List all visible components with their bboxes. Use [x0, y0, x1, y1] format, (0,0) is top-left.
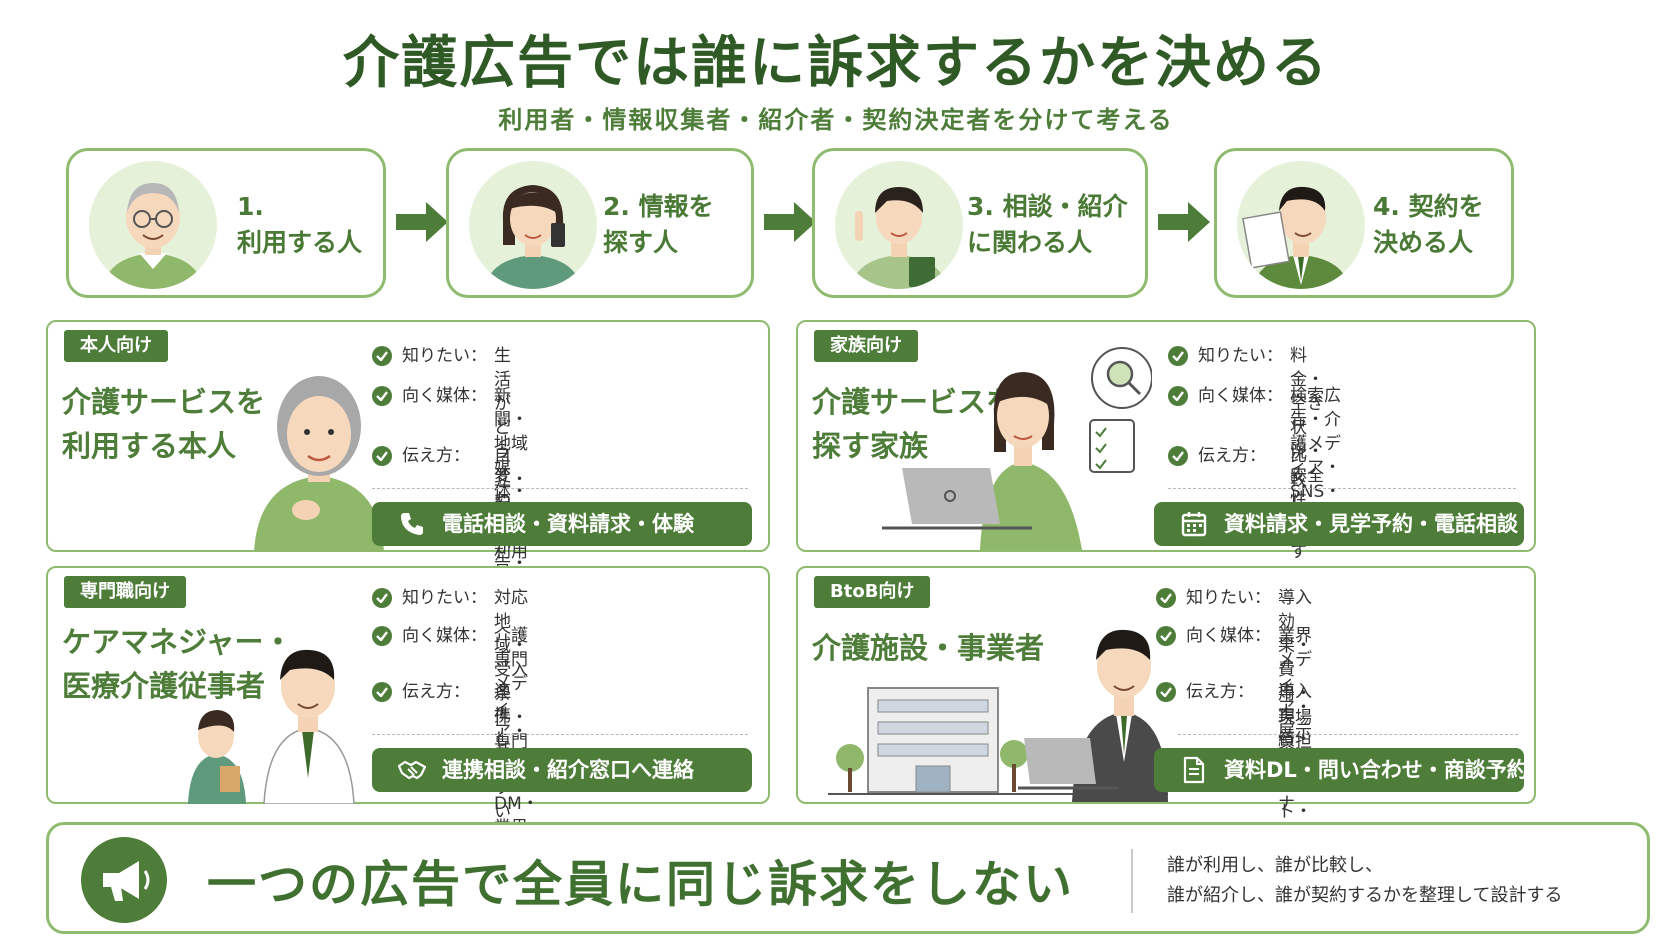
card-tag: BtoB向け — [814, 576, 931, 608]
card-tag: 専門職向け — [64, 576, 186, 608]
step-2-label: 2. 情報を 探す人 — [603, 192, 714, 257]
card-tag: 本人向け — [64, 330, 168, 362]
footer-banner: 一つの広告で全員に同じ訴求をしない 誰が利用し、誰が比較し、 誰が紹介し、誰が契… — [46, 822, 1650, 934]
care-staff-illustration — [188, 649, 355, 804]
check-icon — [372, 346, 392, 366]
card-heading: ケアマネジャー・ 医療介護従事者 — [62, 625, 293, 703]
page-title: 介護広告では誰に訴求するかを決める — [343, 31, 1329, 96]
elderly-man-illustration — [89, 161, 217, 289]
staff-woman-illustration — [835, 161, 963, 289]
megaphone-icon — [81, 837, 167, 923]
calendar-icon — [1181, 512, 1207, 537]
footer-note: 誰が利用し、誰が比較し、 誰が紹介し、誰が契約するかを整理して設計する — [1167, 855, 1563, 906]
check-icon — [1168, 346, 1188, 366]
check-icon — [1156, 626, 1176, 646]
page-subtitle: 利用者・情報収集者・紹介者・契約決定者を分けて考える — [498, 106, 1174, 134]
step-1-card: 1. 利用する人 — [66, 148, 386, 298]
arrow-right-icon — [764, 202, 816, 242]
check-icon — [1156, 682, 1176, 702]
cta-button[interactable]: 資料請求・見学予約・電話相談 — [1154, 502, 1524, 546]
card-heading: 介護サービスを 利用する本人 — [62, 385, 266, 463]
step-2-card: 2. 情報を 探す人 — [446, 148, 754, 298]
card-btob: BtoB向け 介護施設・事業者 知りたい： 導入効果・費用・現場負担 向く媒体：… — [796, 566, 1536, 886]
step-3-label: 3. 相談・紹介 に関わる人 — [967, 192, 1128, 257]
facility-businessman-illustration — [828, 629, 1168, 802]
divider — [1168, 488, 1516, 489]
divider — [1131, 849, 1133, 913]
woman-laptop-illustration — [882, 347, 1152, 550]
check-icon — [372, 682, 392, 702]
divider — [1178, 734, 1518, 735]
check-icon — [1168, 386, 1188, 406]
step-3-card: 3. 相談・紹介 に関わる人 — [812, 148, 1148, 298]
arrow-right-icon — [1158, 202, 1210, 242]
step-1-label: 1. 利用する人 — [237, 192, 363, 257]
cta-button[interactable]: 資料DL・問い合わせ・商談予約 — [1154, 748, 1528, 792]
handshake-icon — [398, 760, 426, 780]
card-heading: 介護サービスを 探す家族 — [812, 385, 1016, 463]
divider — [372, 488, 748, 489]
woman-phone-illustration — [469, 161, 597, 289]
document-icon — [1183, 756, 1205, 784]
cta-button[interactable]: 電話相談・資料請求・体験 — [372, 502, 752, 546]
footer-message: 一つの広告で全員に同じ訴求をしない — [207, 856, 1075, 913]
check-icon — [1156, 588, 1176, 608]
check-icon — [1168, 446, 1188, 466]
cta-button[interactable]: 連携相談・紹介窓口へ連絡 — [372, 748, 752, 792]
card-heading: 介護施設・事業者 — [812, 631, 1045, 665]
phone-icon — [401, 513, 423, 535]
card-tag: 家族向け — [814, 330, 918, 362]
divider — [372, 734, 748, 735]
check-icon — [372, 626, 392, 646]
arrow-right-icon — [396, 202, 448, 242]
card-self: 本人向け 介護サービスを 利用する本人 知りたい： 生活がどう変わるか 向く媒体… — [46, 320, 770, 670]
businessman-contract-illustration — [1237, 161, 1365, 289]
check-icon — [372, 446, 392, 466]
card-family: 家族向け 介護サービスを 探す家族 知りたい： 料金・空き状況・安全性 向く媒体… — [796, 320, 1536, 682]
check-icon — [372, 588, 392, 608]
elderly-woman-illustration — [254, 376, 384, 552]
check-icon — [372, 386, 392, 406]
step-4-label: 4. 契約を 決める人 — [1373, 192, 1484, 257]
card-professional: 専門職向け ケアマネジャー・ 医療介護従事者 知りたい： 対応地域・受入条件・専… — [46, 566, 770, 918]
step-4-card: 4. 契約を 決める人 — [1214, 148, 1514, 298]
